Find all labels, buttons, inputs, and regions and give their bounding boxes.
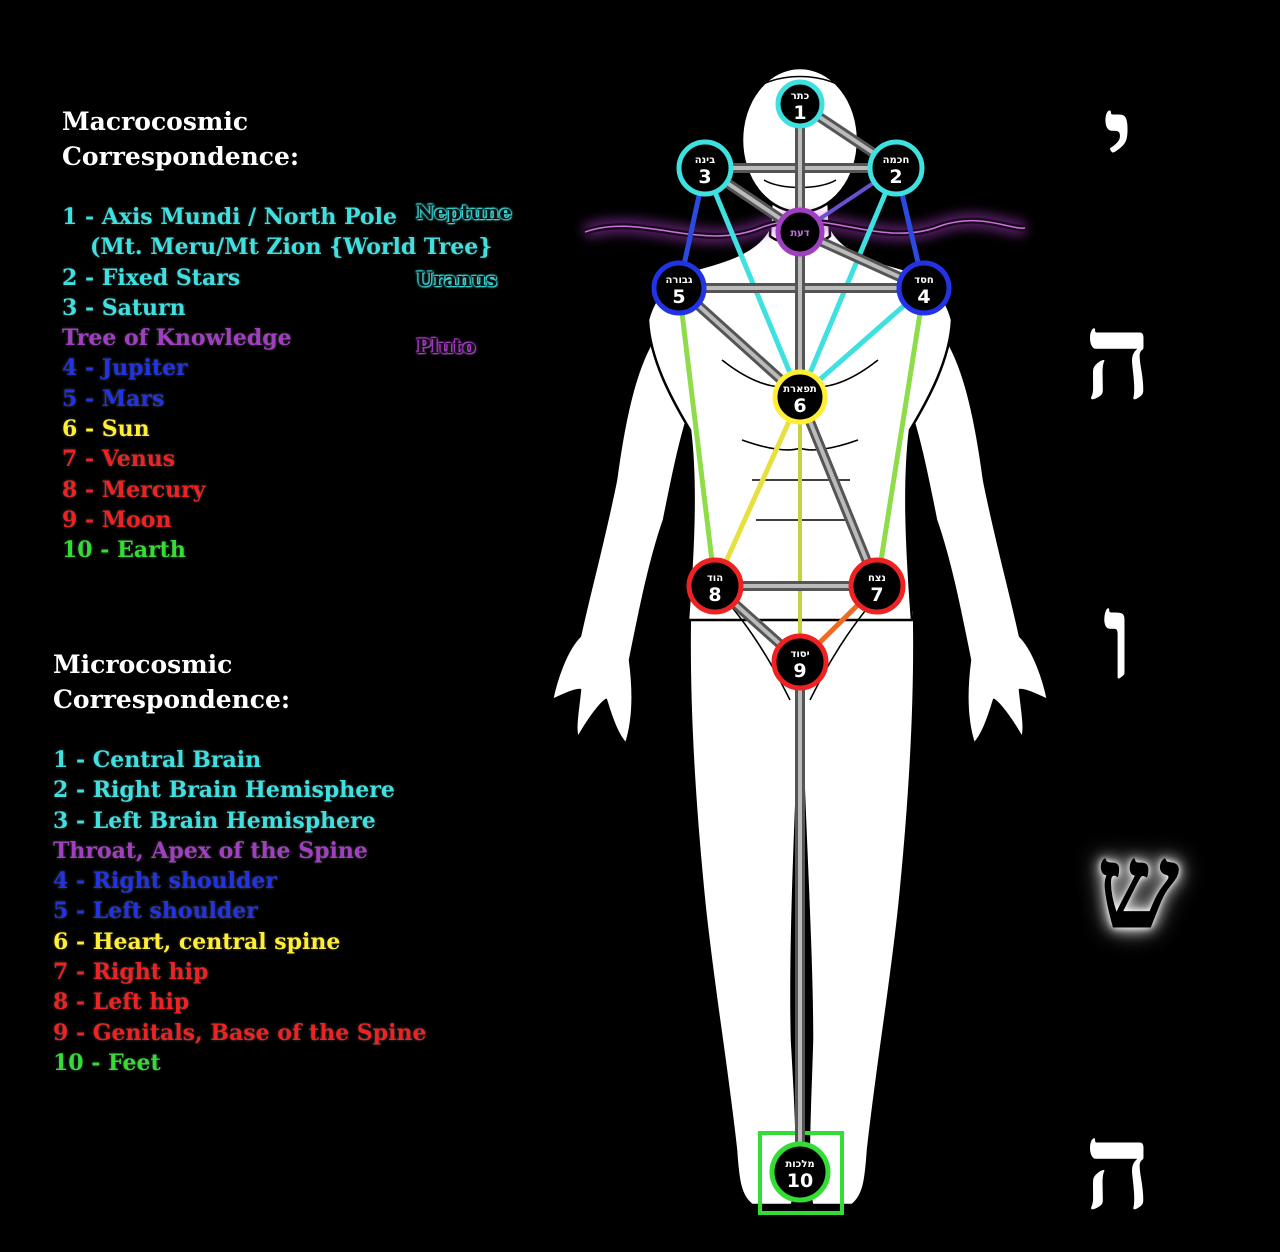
tree-path [797, 165, 899, 400]
macro-title-line1: Macrocosmic [62, 107, 249, 136]
sephira-hebrew-name: הוד [707, 573, 723, 584]
sephira-number: 3 [698, 166, 711, 188]
sephira-circle [848, 557, 906, 615]
sephira-number: 1 [793, 102, 806, 124]
sephira-circle [772, 369, 828, 425]
macro-list-item: Tree of Knowledge [62, 325, 292, 352]
macro-list-item: 10 - Earth [62, 537, 186, 564]
sephira-circle [769, 1141, 831, 1203]
micro-list-item: 2 - Right Brain Hemisphere [53, 777, 395, 804]
sephira-hebrew-name: יסוד [790, 649, 809, 660]
sephira-hebrew-name: דעת [790, 228, 809, 239]
sephira-node: דעת [775, 207, 825, 257]
macro-list-item: 2 - Fixed Stars [62, 264, 241, 291]
micro-list-item: Throat, Apex of the Spine [53, 837, 368, 864]
hebrew-letter-vav: ו [1102, 567, 1134, 706]
sephira-number: 2 [889, 166, 902, 188]
macro-list-item: 4 - Jupiter [62, 355, 188, 382]
abyss-wave [582, 213, 1026, 243]
micro-list: 1 - Central Brain 2 - Right Brain Hemisph… [53, 745, 427, 1078]
macro-list-item: 1 - Axis Mundi / North Pole [62, 204, 397, 230]
macro-list-item: 6 - Sun [62, 416, 150, 443]
micro-list-item: 4 - Right shoulder [53, 868, 277, 895]
tree-path [712, 394, 803, 589]
macro-list-item: 7 - Venus [62, 446, 176, 473]
sephira-circle [896, 260, 952, 316]
tree-path [798, 395, 879, 588]
micro-title-line1: Microcosmic [53, 650, 233, 679]
planet-uranus-label: Uranus [416, 267, 498, 291]
micro-list-item: 10 - Feet [53, 1049, 161, 1076]
hebrew-letter-yod: י [1102, 69, 1134, 208]
sephira-number: 7 [870, 584, 883, 606]
planet-neptune-label: Neptune [416, 200, 513, 224]
sephira-number: 8 [708, 584, 721, 606]
sephira-number: 4 [917, 286, 930, 308]
sephira-hebrew-name: מלכות [785, 1159, 814, 1170]
hebrew-letter-he-final: ה [1084, 1097, 1152, 1236]
hebrew-letter-shin: ש [1096, 817, 1180, 956]
sephira-number: 10 [787, 1170, 813, 1192]
sephira-hebrew-name: כתר [791, 91, 810, 102]
sephira-circle [775, 207, 825, 257]
sephira-number: 9 [793, 660, 806, 682]
macro-list-item: 5 - Mars [62, 385, 165, 412]
sephira-circle [651, 260, 707, 316]
sephira-circle [867, 139, 925, 197]
micro-list-item: 8 - Left hip [53, 989, 190, 1016]
micro-list-item: 6 - Heart, central spine [53, 928, 341, 955]
macro-list-item: 9 - Moon [62, 506, 172, 533]
planet-pluto-label: Pluto [416, 334, 476, 358]
micro-list-item: 3 - Left Brain Hemisphere [53, 807, 376, 834]
sephira-circle [686, 557, 744, 615]
sephira-hebrew-name: בינה [695, 155, 715, 166]
micro-list-item: 5 - Left shoulder [53, 898, 258, 925]
sephira-number: 6 [793, 395, 806, 417]
micro-title: Microcosmic Correspondence: [53, 647, 290, 717]
sephira-hebrew-name: חסד [914, 275, 934, 286]
micro-list-item: 7 - Right hip [53, 959, 209, 986]
micro-list-item: 1 - Central Brain [53, 747, 262, 773]
sephira-circle [676, 139, 734, 197]
sephira-circle [771, 633, 829, 691]
tree-path [874, 285, 927, 589]
macro-title-line2: Correspondence: [62, 142, 300, 171]
micro-list-item: 9 - Genitals, Base of the Spine [53, 1019, 427, 1046]
sephira-hebrew-name: חכמה [883, 155, 910, 166]
tree-path [702, 165, 803, 400]
micro-title-line2: Correspondence: [53, 685, 291, 714]
sephira-number: 5 [672, 286, 685, 308]
macro-list-item: 3 - Saturn [62, 294, 186, 321]
macro-list: 1 - Axis Mundi / North Pole (Mt. Meru/Mt … [62, 202, 492, 566]
hebrew-letter-he: ה [1084, 287, 1152, 426]
sephira-hebrew-name: נצח [868, 573, 886, 584]
sephira-circle [775, 79, 825, 129]
tree-path [797, 285, 927, 400]
tree-path [676, 285, 718, 589]
sephira-hebrew-name: תפארת [783, 384, 817, 395]
sephira-hebrew-name: גבורה [666, 275, 693, 286]
macro-list-item: (Mt. Meru/Mt Zion {World Tree} [90, 234, 493, 261]
macro-title: Macrocosmic Correspondence: [62, 104, 299, 174]
macro-list-item: 8 - Mercury [62, 476, 206, 503]
